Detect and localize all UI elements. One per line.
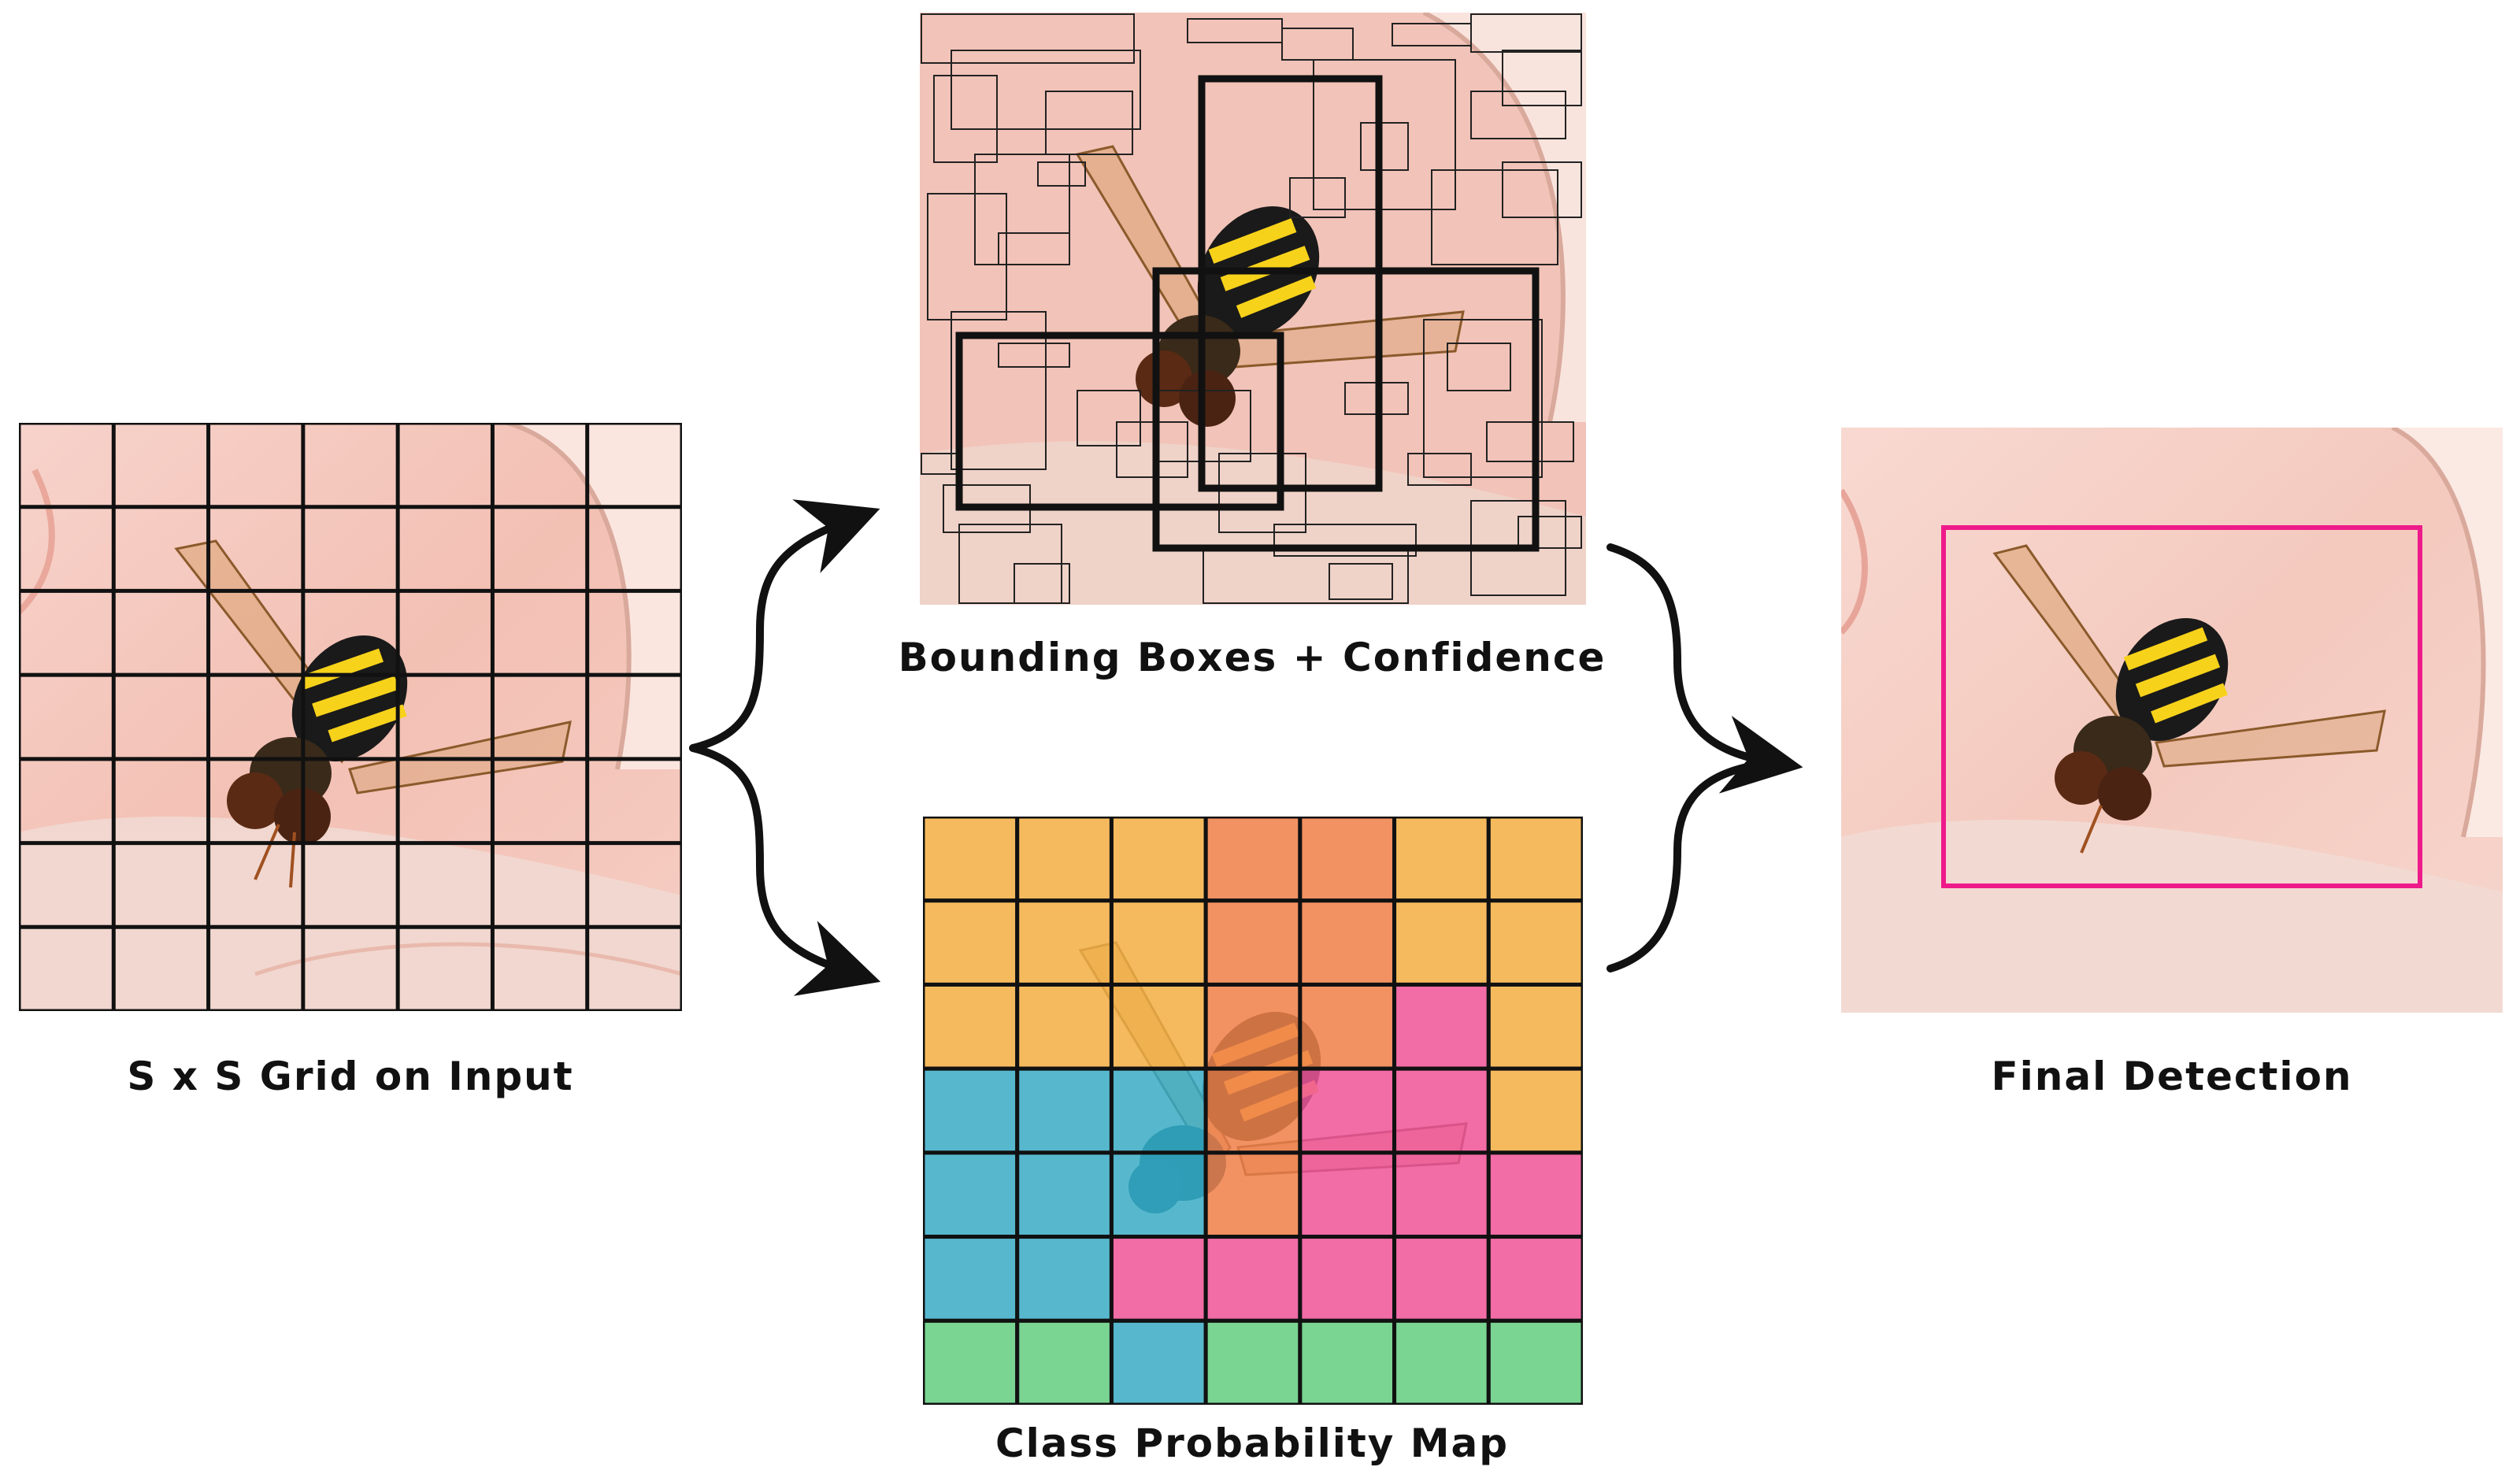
class-cell-red [1298, 817, 1397, 903]
hoverfly-detected-image [1841, 428, 2503, 1013]
class-cell-blue [1015, 1066, 1114, 1155]
class-cell-pink [1392, 982, 1491, 1071]
class-cell-orange [1392, 817, 1491, 903]
class-cell-blue [923, 1150, 1020, 1239]
detection-box [1941, 525, 2422, 888]
hoverfly-on-hand-image [19, 423, 682, 1011]
class-cell-green [1298, 1318, 1397, 1405]
class-cell-orange [1109, 817, 1208, 903]
class-probability-panel [923, 817, 1583, 1405]
class-cell-orange [1109, 982, 1208, 1071]
input-grid-overlay [19, 423, 682, 1011]
class-cell-blue [1015, 1235, 1114, 1323]
class-cell-blue [923, 1066, 1020, 1155]
hoverfly-with-boxes-image [920, 13, 1586, 605]
class-cell-orange [1486, 898, 1583, 987]
class-probability-map [923, 817, 1583, 1405]
class-cell-orange [1392, 898, 1491, 987]
split-arrow-up [689, 499, 880, 752]
final-detection-panel [1841, 428, 2503, 1013]
class-cell-red [1203, 1150, 1303, 1239]
class-cell-red [1203, 817, 1303, 903]
class-probability-caption: Class Probability Map [995, 1421, 1510, 1466]
bounding-boxes-panel [920, 13, 1586, 605]
class-cell-orange [1486, 817, 1583, 903]
input-grid-panel [19, 423, 682, 1011]
final-detection-caption: Final Detection [1991, 1054, 2353, 1099]
class-cell-pink [1392, 1235, 1491, 1323]
class-cell-pink [1486, 1235, 1583, 1323]
merge-arrow-bottom [1606, 760, 1768, 972]
class-cell-orange [923, 982, 1020, 1071]
class-cell-blue [923, 1235, 1020, 1323]
class-cell-orange [1015, 817, 1114, 903]
class-cell-blue [1109, 1318, 1208, 1405]
class-cell-red [1203, 982, 1303, 1071]
class-cell-orange [1486, 1066, 1583, 1155]
bounding-boxes-caption: Bounding Boxes + Confidence [898, 635, 1606, 680]
class-cell-red [1298, 898, 1397, 987]
class-cell-blue [1109, 1150, 1208, 1239]
split-arrow-down [689, 744, 881, 996]
input-grid-caption: S x S Grid on Input [127, 1054, 574, 1099]
class-cell-pink [1298, 1235, 1397, 1323]
class-cell-orange [1015, 982, 1114, 1071]
class-cell-green [923, 1318, 1020, 1405]
class-cell-pink [1392, 1066, 1491, 1155]
class-cell-red [1203, 898, 1303, 987]
class-cell-red [1298, 982, 1397, 1071]
class-cell-pink [1203, 1235, 1303, 1323]
class-cell-blue [1109, 1066, 1208, 1155]
class-cell-orange [1015, 898, 1114, 987]
class-cell-green [1486, 1318, 1583, 1405]
class-cell-pink [1298, 1066, 1397, 1155]
class-cell-pink [1298, 1150, 1397, 1239]
class-cell-blue [1015, 1150, 1114, 1239]
class-cell-pink [1486, 1150, 1583, 1239]
class-cell-red [1203, 1066, 1303, 1155]
class-cell-orange [923, 898, 1020, 987]
class-cell-pink [1109, 1235, 1208, 1323]
class-cell-green [1203, 1318, 1303, 1405]
class-cell-orange [1486, 982, 1583, 1071]
class-cell-green [1392, 1318, 1491, 1405]
class-cell-orange [923, 817, 1020, 903]
class-cell-orange [1109, 898, 1208, 987]
class-cell-green [1015, 1318, 1114, 1405]
class-cell-pink [1392, 1150, 1491, 1239]
